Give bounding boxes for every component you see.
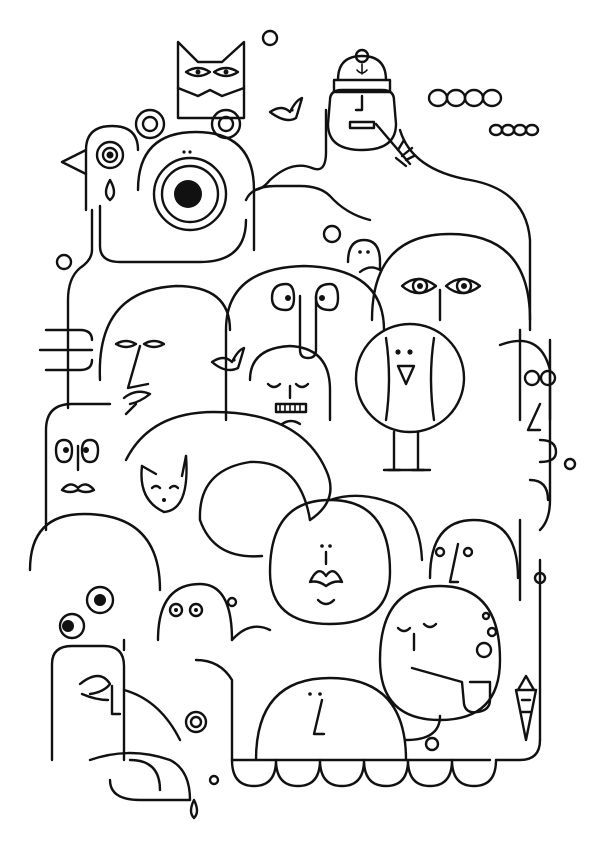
side-face-right-character (498, 339, 577, 471)
small-circle-left (55, 253, 73, 271)
pipe-smoker-character (378, 584, 502, 722)
small-face-right-character (428, 518, 547, 742)
sad-face-character (248, 344, 332, 426)
flying-bird-mid (210, 346, 246, 372)
sailor-character (326, 48, 416, 168)
mustache-center-character (268, 494, 424, 626)
bald-face-character (254, 676, 408, 762)
mustache-man-character (44, 402, 112, 532)
outer-contours (66, 108, 552, 532)
googly-eyes-character (28, 512, 162, 640)
carrot-decoration (514, 674, 538, 742)
small-circle-top (261, 29, 279, 47)
man-with-nose-character (38, 284, 232, 416)
hand-face-character (50, 644, 192, 802)
small-circle-mid (322, 224, 342, 244)
owl-character (354, 322, 466, 472)
ear-rings (134, 108, 242, 140)
big-curl-face-character (124, 410, 332, 558)
chain-loops (427, 88, 540, 137)
flying-bird-top (268, 96, 304, 122)
bottom-contours (122, 625, 542, 762)
big-eyes-face-character (370, 232, 532, 322)
bird-character (60, 124, 140, 212)
cat-character (176, 40, 246, 120)
cat-small-character (140, 454, 188, 514)
scallop-border (230, 758, 498, 788)
bubbles-decoration (184, 710, 220, 820)
one-eyed-blob (136, 130, 256, 252)
ghost-character (346, 238, 382, 274)
small-eyes-character (156, 582, 238, 642)
